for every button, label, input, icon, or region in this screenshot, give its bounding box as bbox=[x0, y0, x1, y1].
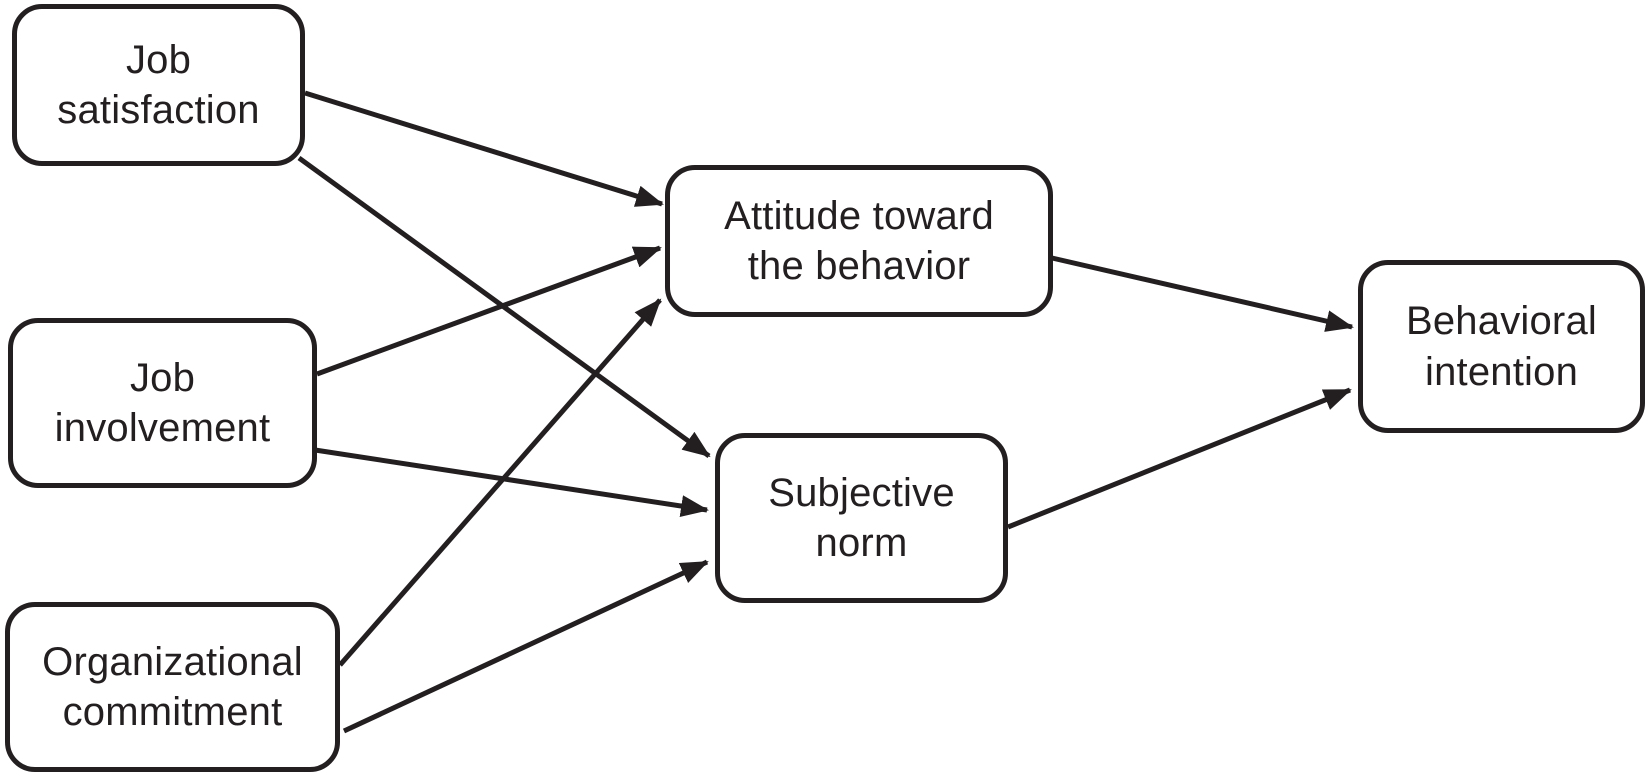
edge-organizational-commitment-to-attitude-arrow bbox=[338, 298, 662, 667]
node-job-involvement: Job involvement bbox=[8, 318, 317, 488]
node-label-line: the behavior bbox=[747, 244, 971, 288]
node-label-line: Subjective bbox=[768, 470, 955, 515]
edge-job-involvement-to-subjective-norm-arrow bbox=[314, 447, 709, 517]
edge-job-satisfaction-to-attitude-arrow bbox=[304, 90, 664, 207]
node-label-line: Job bbox=[129, 355, 196, 400]
edge-subjective-norm-to-behavioral-intention-arrow bbox=[1007, 387, 1352, 530]
node-label-line: Job bbox=[125, 37, 192, 82]
node-label-line: involvement bbox=[54, 406, 271, 450]
edge-organizational-commitment-to-subjective-norm-arrow bbox=[342, 559, 709, 734]
edge-job-involvement-to-attitude-arrow bbox=[316, 245, 662, 377]
node-job-satisfaction: Job satisfaction bbox=[12, 4, 305, 166]
node-label-line: commitment bbox=[62, 690, 283, 734]
edge-attitude-to-behavioral-intention-arrow bbox=[1051, 255, 1354, 332]
node-label-line: satisfaction bbox=[57, 88, 260, 132]
node-label-line: intention bbox=[1424, 349, 1579, 394]
node-label-line: Behavioral bbox=[1405, 299, 1597, 344]
node-label-line: Attitude toward bbox=[724, 193, 994, 238]
node-behavioral-intention: Behavioral intention bbox=[1358, 260, 1645, 433]
node-label-line: norm bbox=[815, 521, 908, 565]
node-label-line: Organizational bbox=[42, 639, 303, 684]
node-subjective-norm: Subjective norm bbox=[715, 433, 1008, 603]
node-attitude-toward-the-behavior: Attitude toward the behavior bbox=[665, 165, 1053, 317]
node-organizational-commitment: Organizational commitment bbox=[5, 602, 340, 772]
